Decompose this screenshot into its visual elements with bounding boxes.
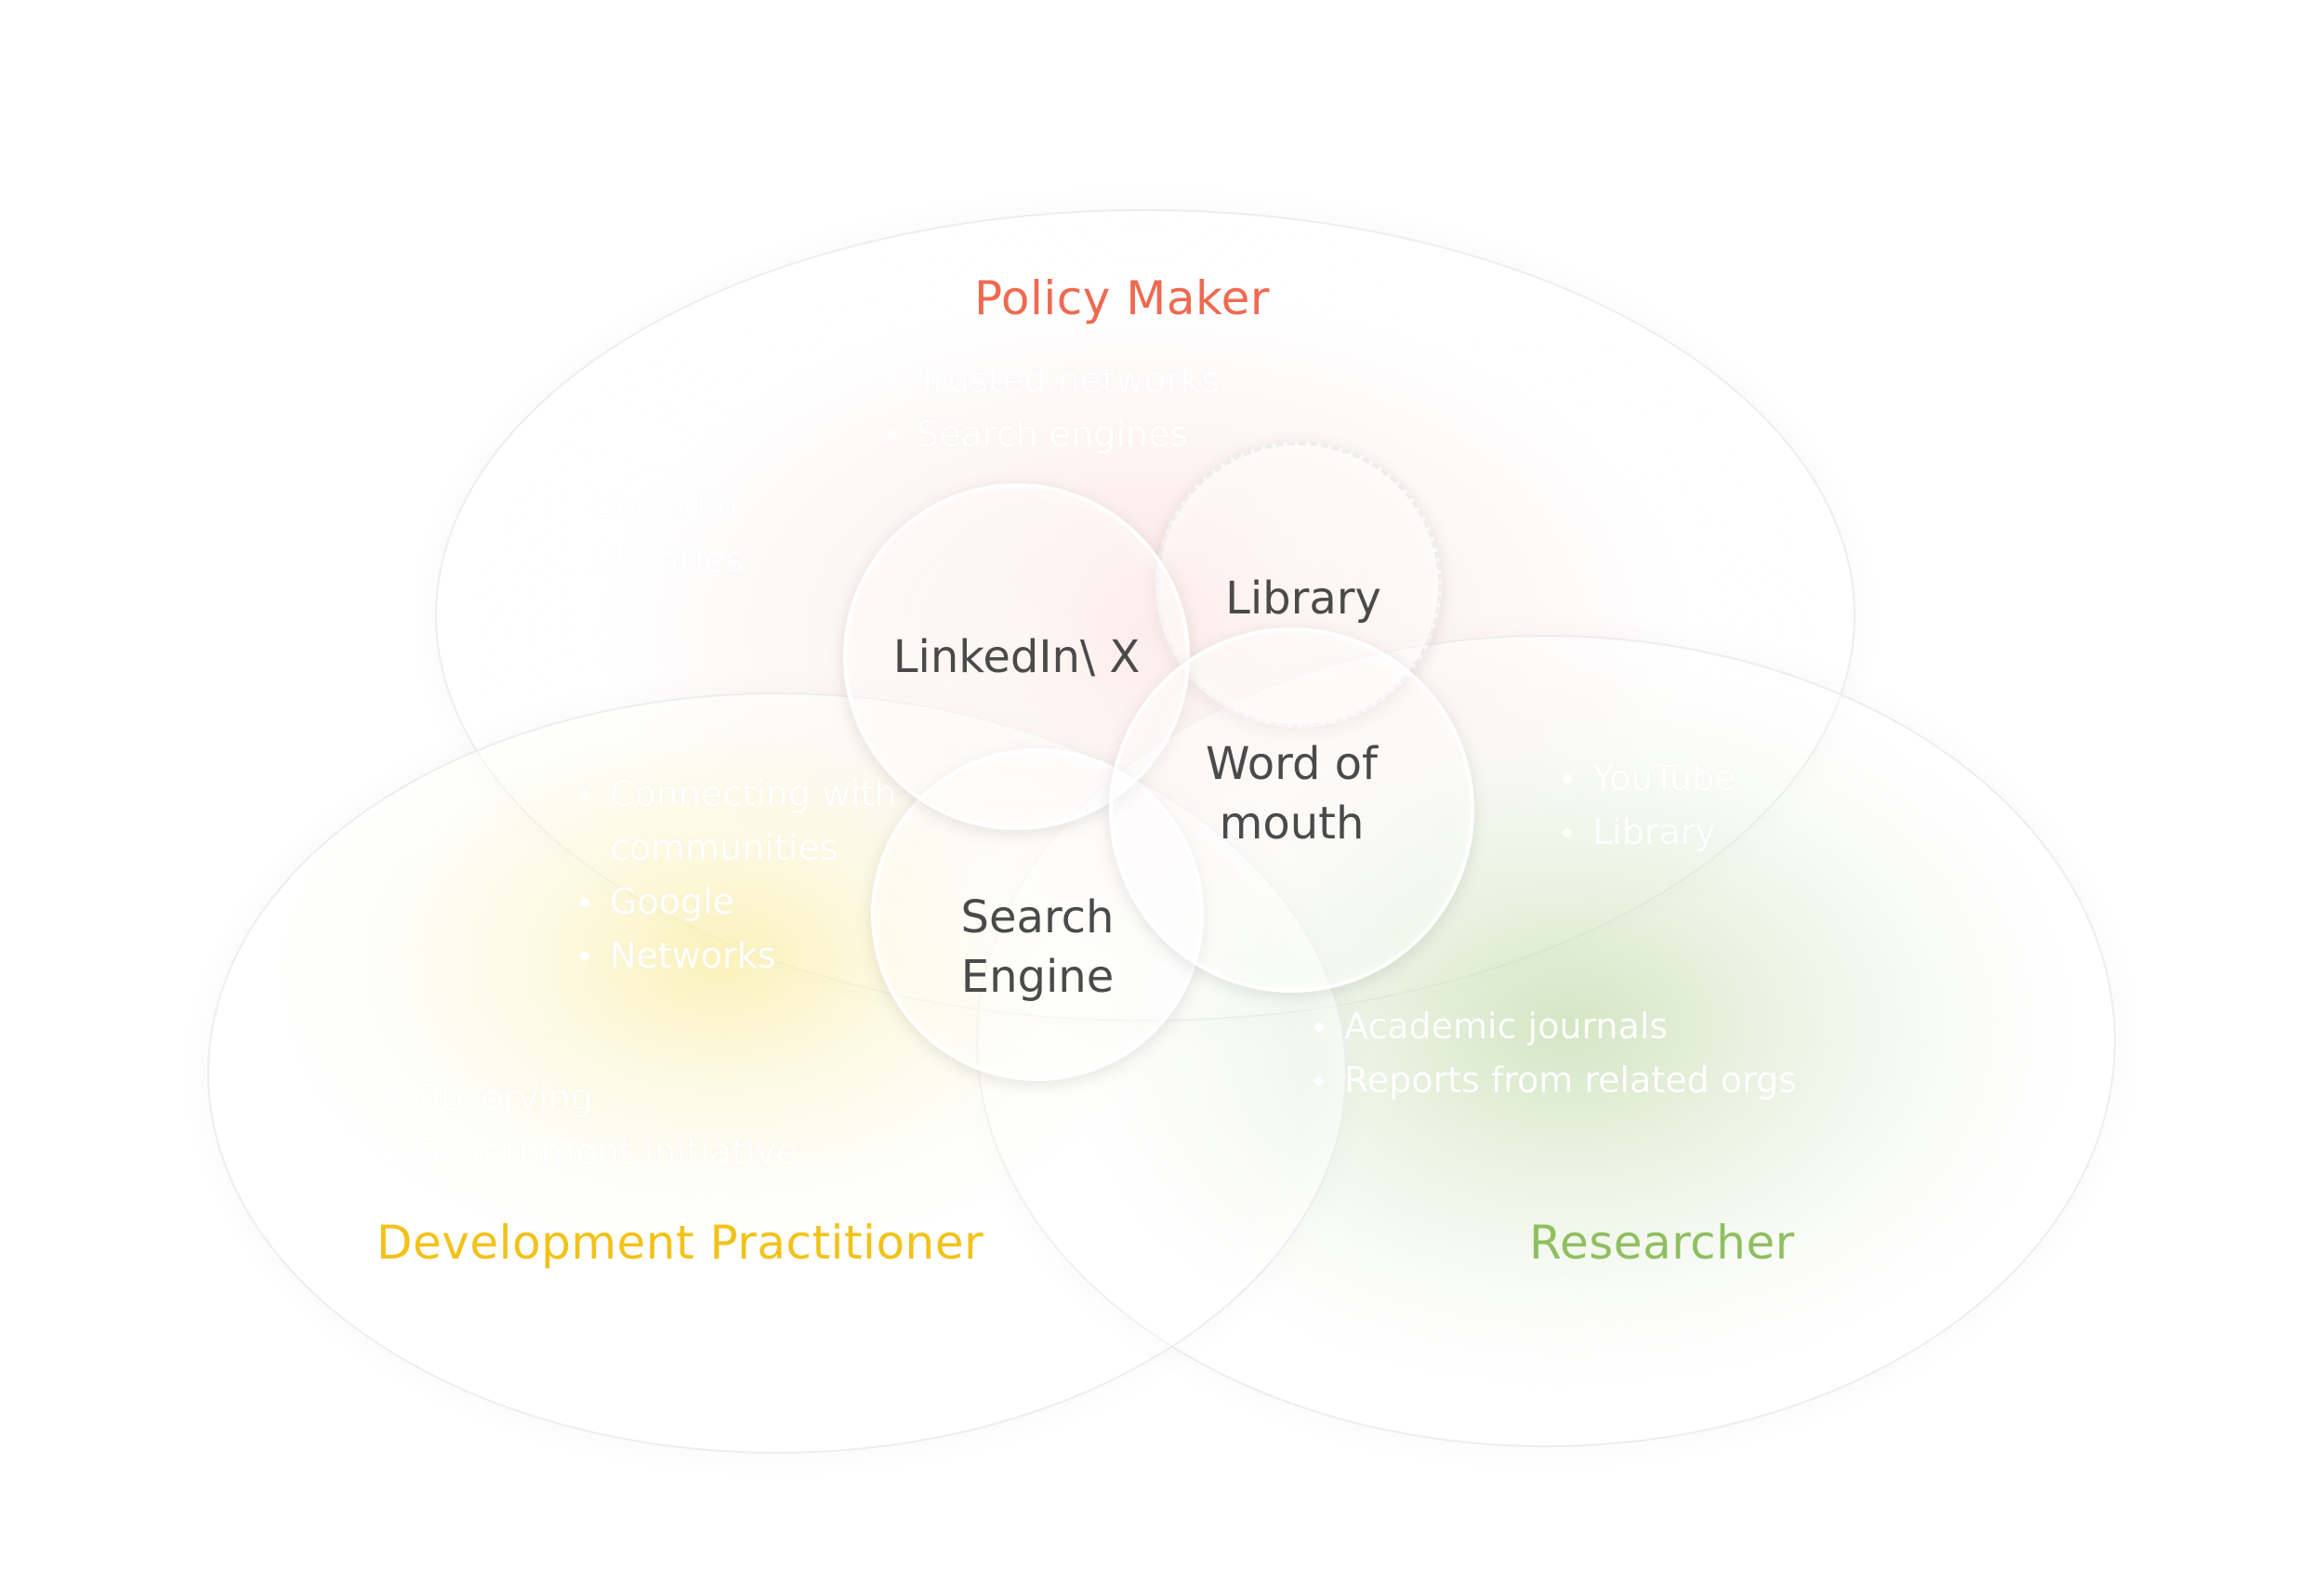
list-item: Academic journals [1311,999,1797,1053]
researcher-title: Researcher [1529,1216,1795,1270]
list-item: Google [576,875,917,929]
list-item: Reports from related orgs [1311,1053,1797,1107]
development-practitioner-title: Development Practitioner [376,1216,984,1270]
list-item: Library [1559,805,1736,859]
list-item: Networks [576,929,917,982]
list-item: Government initiative [379,1125,798,1179]
list-item: YouTube [1559,751,1736,805]
list-item: Observing [379,1071,798,1125]
policy-maker-title: Policy Maker [974,271,1270,325]
policy-maker-bullets-top: Trusted networks Search engines [883,353,1220,461]
word-of-mouth-circle: Word of mouth [1109,627,1474,993]
library-label: Library [1225,573,1381,625]
development-practitioner-bullets-top: Connecting with communities Google Netwo… [576,767,917,982]
search-engine-label: Search Engine [960,891,1115,1003]
development-practitioner-bullets-bottom: Observing Government initiative [379,1071,798,1179]
word-of-mouth-label: Word of mouth [1206,738,1378,850]
list-item: Trusted networks [883,353,1220,407]
list-item: Connecting with communities [576,767,917,875]
policy-maker-bullets-left: Linkedin Libraries [558,479,744,587]
list-item: Search engines [883,407,1220,461]
researcher-bullets-right: YouTube Library [1559,751,1736,859]
linkedin-x-label: LinkedIn\ X [892,630,1141,683]
researcher-bullets-bottom: Academic journals Reports from related o… [1311,999,1797,1107]
list-item: Libraries [558,533,744,587]
list-item: Linkedin [558,479,744,533]
